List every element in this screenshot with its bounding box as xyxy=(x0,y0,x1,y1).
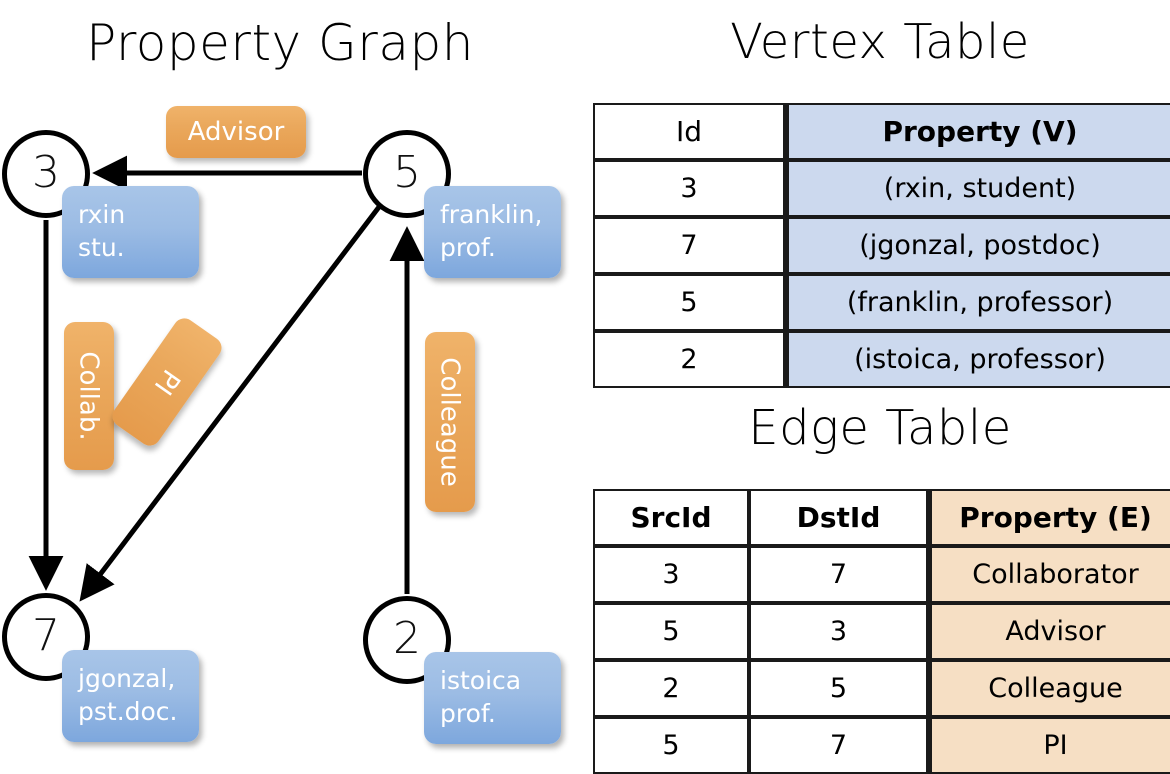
graph-node-3-label: 3 xyxy=(32,147,60,199)
edge-property-label-advisor: Advisor xyxy=(187,117,285,147)
vertex-property-name-3: rxin xyxy=(78,200,126,229)
edge-property-label-colleague: Colleague xyxy=(435,357,466,487)
vertex-row-1-property: (jgonzal, postdoc) xyxy=(785,217,1170,274)
edge-row-0-dstid: 7 xyxy=(749,546,928,603)
vertex-row-0-id: 3 xyxy=(593,160,785,217)
table-row[interactable]: 5 7 PI xyxy=(593,717,1170,774)
table-row[interactable]: 3 (rxin, student) xyxy=(593,160,1170,217)
vertex-property-name-2: istoica xyxy=(440,666,522,695)
edge-row-2-srcid: 2 xyxy=(593,660,749,717)
graph-node-7-label: 7 xyxy=(32,610,60,662)
vertex-property-callout-5[interactable]: franklin, prof. xyxy=(424,186,561,278)
vertex-property-role-3: stu. xyxy=(78,233,125,262)
table-row[interactable]: 2 5 Colleague xyxy=(593,660,1170,717)
vertex-property-callout-7[interactable]: jgonzal, pst.doc. xyxy=(62,650,199,742)
vertex-row-2-id: 5 xyxy=(593,274,785,331)
graph-node-2-label: 2 xyxy=(393,613,421,665)
table-row[interactable]: 2 (istoica, professor) xyxy=(593,331,1170,388)
page-title-vertex-table: Vertex Table xyxy=(730,14,1030,70)
edge-table: SrcId DstId Property (E) 3 7 Collaborato… xyxy=(593,489,1170,774)
edge-row-2-property: Colleague xyxy=(928,660,1170,717)
edge-row-2-dstid: 5 xyxy=(749,660,928,717)
edge-property-callout-advisor[interactable]: Advisor xyxy=(166,106,306,158)
vertex-property-role-2: prof. xyxy=(440,699,496,728)
vertex-property-callout-3[interactable]: rxin stu. xyxy=(62,186,199,278)
edge-row-0-property: Collaborator xyxy=(928,546,1170,603)
edge-table-header-property: Property (E) xyxy=(928,489,1170,546)
vertex-property-role-5: prof. xyxy=(440,233,496,262)
table-row[interactable]: 5 (franklin, professor) xyxy=(593,274,1170,331)
table-row[interactable]: 7 (jgonzal, postdoc) xyxy=(593,217,1170,274)
edge-table-header-srcid: SrcId xyxy=(593,489,749,546)
vertex-table: Id Property (V) 3 (rxin, student) 7 (jgo… xyxy=(593,103,1170,388)
edge-table-header-dstid: DstId xyxy=(749,489,928,546)
edge-row-1-srcid: 5 xyxy=(593,603,749,660)
vertex-property-name-7: jgonzal, xyxy=(78,664,176,693)
table-row[interactable]: 3 7 Collaborator xyxy=(593,546,1170,603)
vertex-table-header-id: Id xyxy=(593,103,785,160)
graph-edges-canvas xyxy=(28,155,425,602)
edge-property-callout-colleague[interactable]: Colleague xyxy=(425,332,475,512)
graph-node-5-label: 5 xyxy=(393,147,421,199)
vertex-row-2-property: (franklin, professor) xyxy=(785,274,1170,331)
vertex-table-header-property: Property (V) xyxy=(785,103,1170,160)
vertex-row-3-id: 2 xyxy=(593,331,785,388)
edge-row-1-property: Advisor xyxy=(928,603,1170,660)
edge-row-3-srcid: 5 xyxy=(593,717,749,774)
edge-property-callout-collab[interactable]: Collab. xyxy=(64,322,114,470)
vertex-row-3-property: (istoica, professor) xyxy=(785,331,1170,388)
table-header-row: SrcId DstId Property (E) xyxy=(593,489,1170,546)
table-row[interactable]: 5 3 Advisor xyxy=(593,603,1170,660)
edge-5-to-7 xyxy=(79,201,384,602)
edge-property-label-pi: PI xyxy=(148,363,186,401)
graph-node-5[interactable]: 5 xyxy=(363,130,451,218)
edge-property-label-collab: Collab. xyxy=(74,351,104,441)
page-title-property-graph: Property Graph xyxy=(86,14,474,72)
edge-row-3-dstid: 7 xyxy=(749,717,928,774)
vertex-row-0-property: (rxin, student) xyxy=(785,160,1170,217)
vertex-property-role-7: pst.doc. xyxy=(78,697,178,726)
table-header-row: Id Property (V) xyxy=(593,103,1170,160)
graph-node-2[interactable]: 2 xyxy=(363,596,451,684)
page-title-edge-table: Edge Table xyxy=(748,400,1012,456)
property-graph-panel: Property Graph 3 5 7 2 rxin stu. frankli… xyxy=(0,0,585,760)
edge-row-0-srcid: 3 xyxy=(593,546,749,603)
vertex-row-1-id: 7 xyxy=(593,217,785,274)
edge-row-3-property: PI xyxy=(928,717,1170,774)
edge-row-1-dstid: 3 xyxy=(749,603,928,660)
vertex-property-callout-2[interactable]: istoica prof. xyxy=(424,652,561,744)
vertex-property-name-5: franklin, xyxy=(440,200,543,229)
